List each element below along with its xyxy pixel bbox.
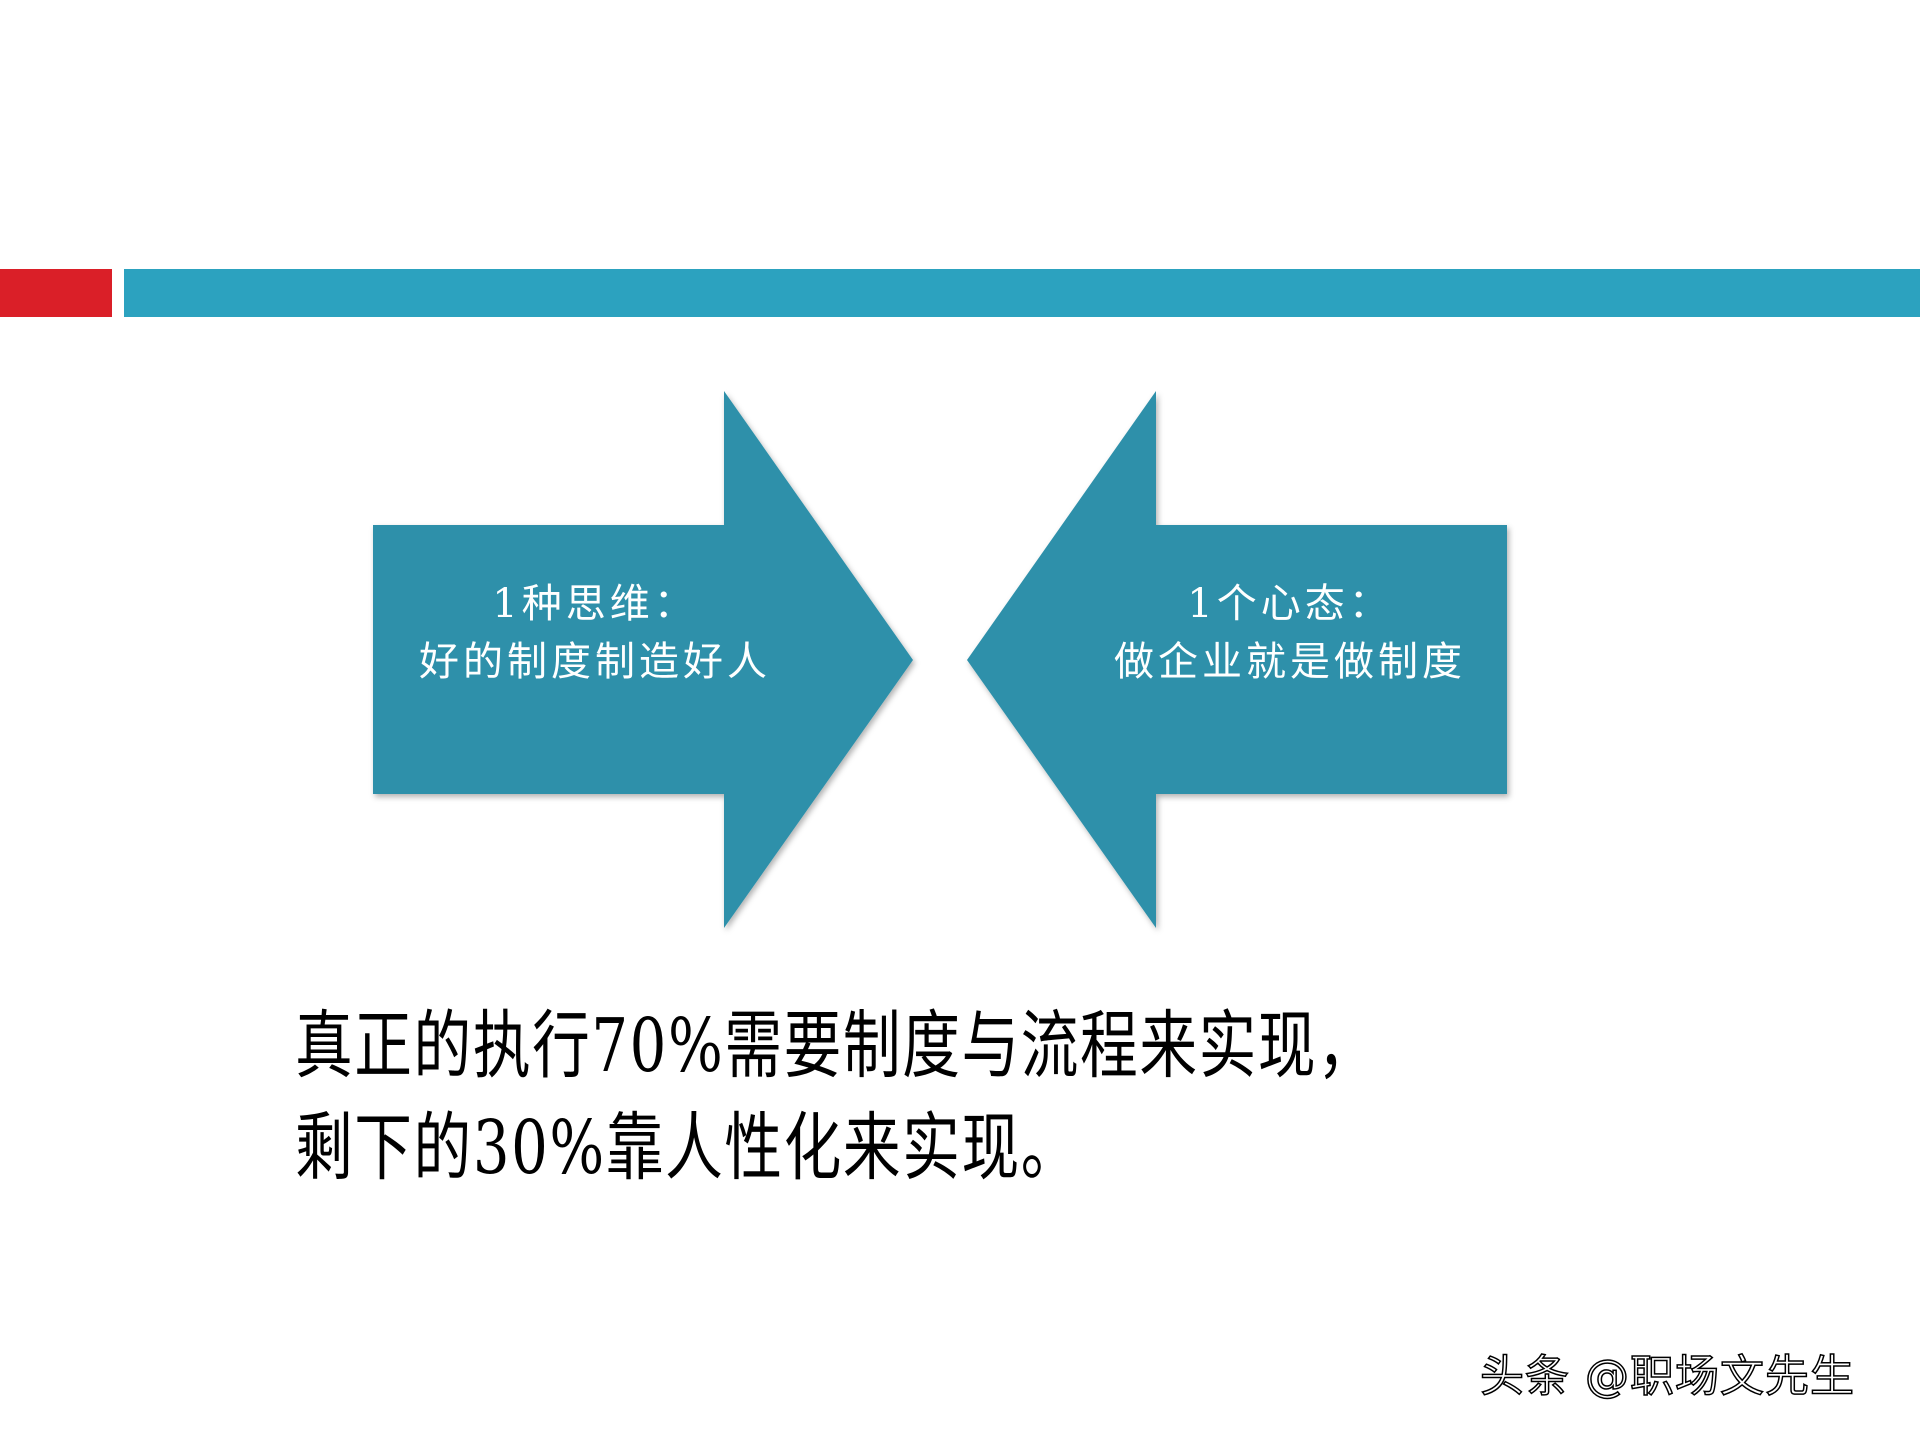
right-arrow-label: 1种思维： 好的制度制造好人	[395, 575, 795, 691]
left-arrow-shape	[967, 391, 1507, 928]
watermark: 头条 @职场文先生	[1479, 1350, 1855, 1403]
right-arrow-line-2: 好的制度制造好人	[419, 639, 771, 685]
right-arrow-shape	[373, 391, 913, 928]
header-accent-bar	[0, 269, 112, 317]
left-arrow-line-2: 做企业就是做制度	[1114, 639, 1466, 685]
right-arrow-line-1: 1种思维：	[492, 581, 698, 627]
body-text-line-2: 剩下的30%靠人性化来实现。	[295, 1105, 1081, 1191]
body-text-line-1: 真正的执行70%需要制度与流程来实现，	[295, 1003, 1377, 1089]
left-arrow-line-1: 1个心态：	[1187, 581, 1393, 627]
body-text: 真正的执行70%需要制度与流程来实现， 剩下的30%靠人性化来实现。	[295, 995, 1376, 1199]
left-arrow-label: 1个心态： 做企业就是做制度	[1090, 575, 1490, 691]
header-bar	[124, 269, 1920, 317]
